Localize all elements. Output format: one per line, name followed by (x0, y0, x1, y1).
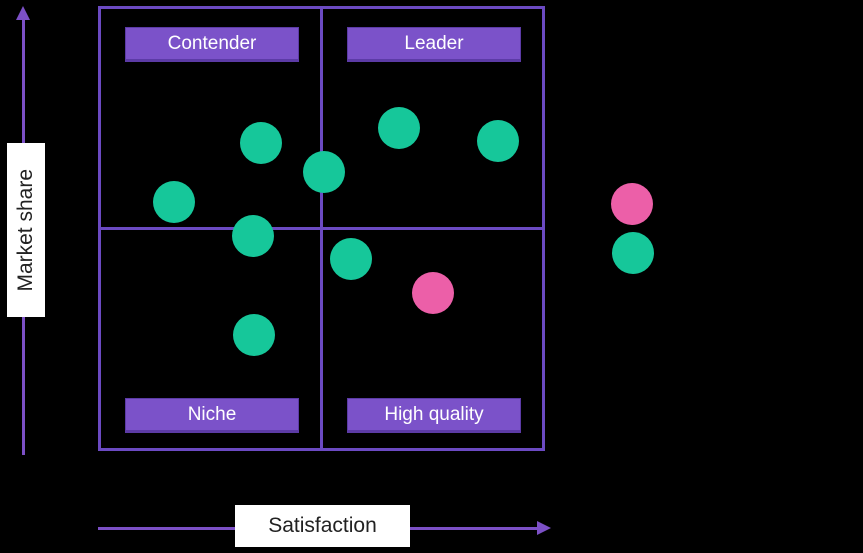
quadrant-label-contender: Contender (125, 27, 299, 62)
y-axis-arrowhead-icon (16, 6, 30, 20)
quadrant-center-horizontal-line (98, 227, 545, 230)
data-point (232, 215, 275, 258)
x-axis-label: Satisfaction (235, 505, 410, 547)
legend-dot-pink (611, 183, 653, 225)
y-axis-label-text: Market share (14, 168, 37, 292)
data-point (378, 106, 421, 149)
data-point (476, 120, 519, 163)
data-point (411, 271, 454, 314)
quadrant-label-high-quality: High quality (347, 398, 521, 433)
data-point (232, 314, 275, 357)
quadrant-label-niche: Niche (125, 398, 299, 433)
legend-dot-teal (612, 232, 654, 274)
x-axis-arrowhead-icon (537, 521, 551, 535)
data-point (329, 238, 372, 281)
y-axis-label: Market share (7, 143, 45, 317)
data-point (152, 180, 195, 223)
data-point (302, 151, 345, 194)
quadrant-label-leader: Leader (347, 27, 521, 62)
data-point (240, 121, 283, 164)
